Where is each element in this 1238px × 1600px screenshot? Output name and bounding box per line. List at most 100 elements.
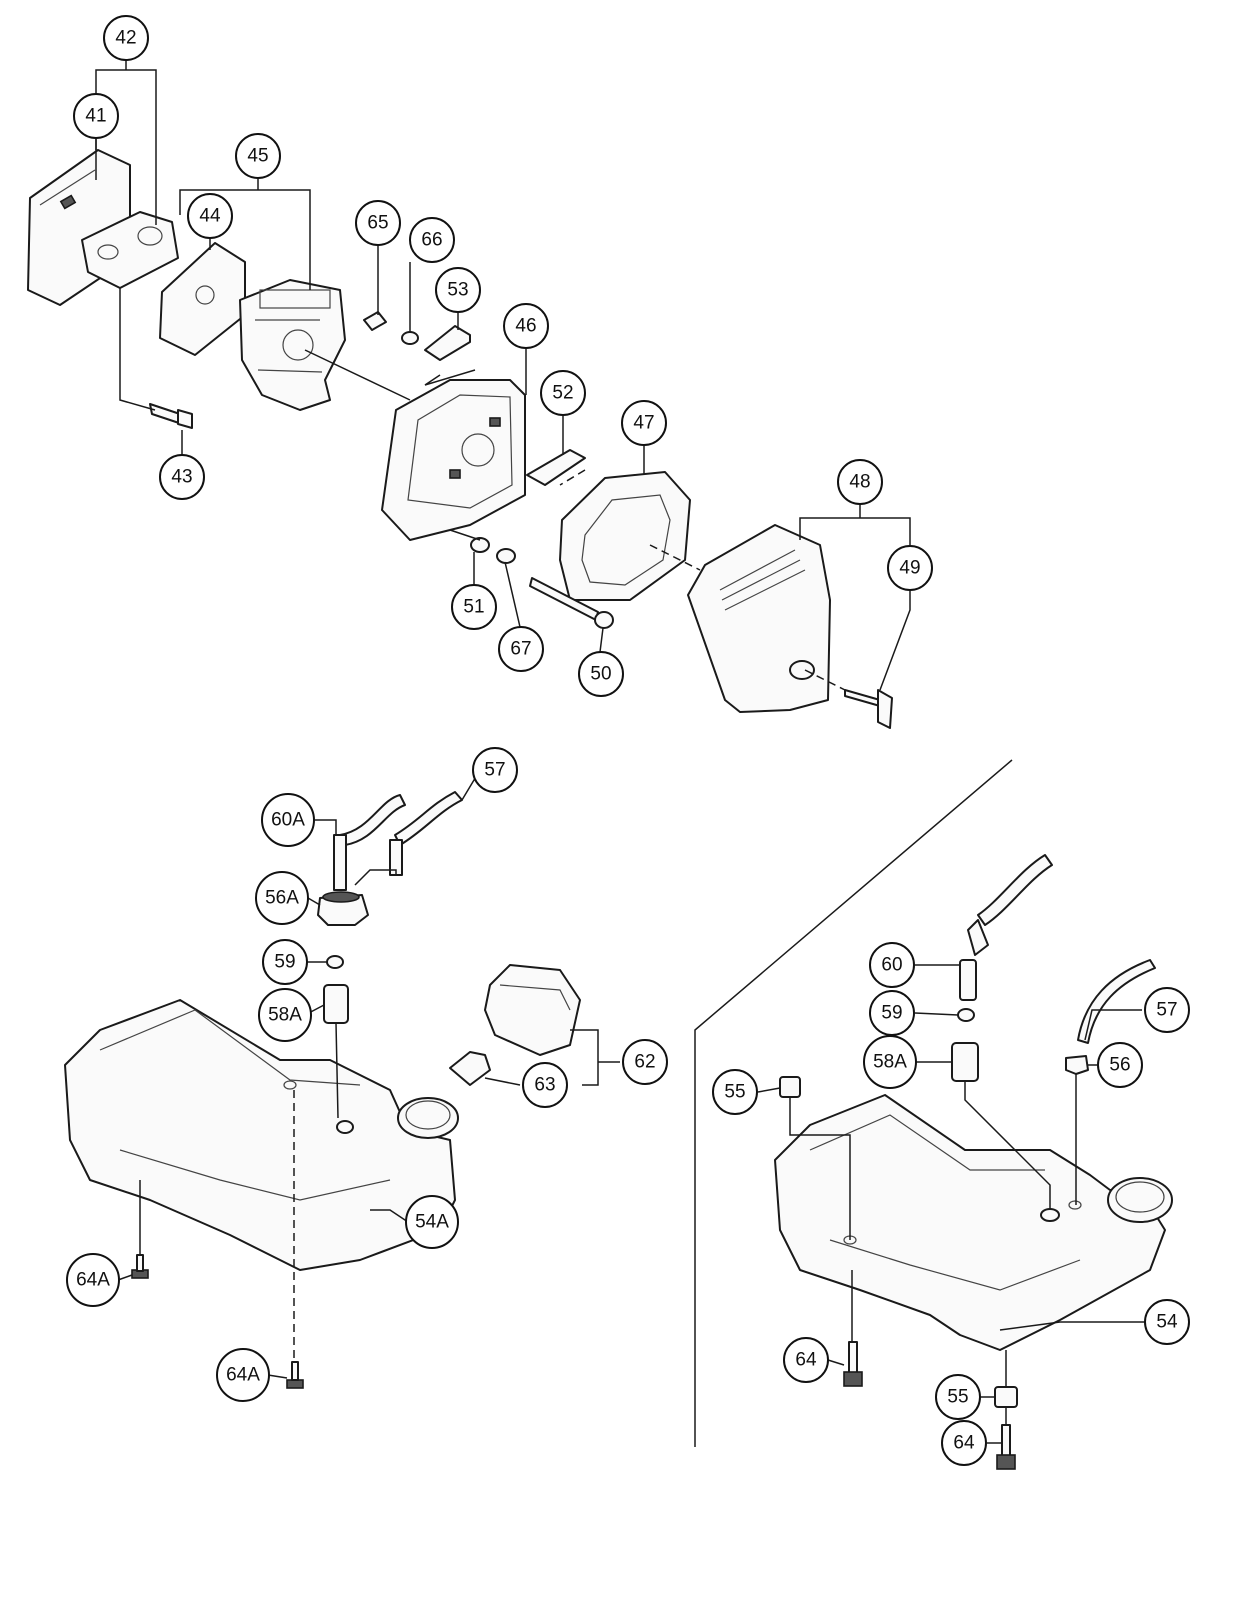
part-bolt-64-b (996, 1424, 1016, 1470)
callout-46: 46 (503, 303, 549, 349)
svg-text:64A: 64A (76, 1270, 110, 1291)
svg-text:46: 46 (515, 316, 536, 337)
part-choke-plate-52 (526, 449, 586, 486)
callout-66: 66 (409, 217, 455, 263)
part-fuel-cap-62 (484, 964, 581, 1056)
callout-49: 49 (887, 545, 933, 591)
part-fuel-filter-58A-left (323, 984, 349, 1024)
part-fuel-pipe-57-right (1077, 959, 1156, 1044)
callout-58A-left: 58A (258, 988, 312, 1042)
svg-text:63: 63 (534, 1075, 555, 1096)
svg-text:50: 50 (590, 664, 611, 685)
leader-43 (119, 288, 183, 455)
svg-text:55: 55 (947, 1387, 968, 1408)
part-fuel-tank-54A (64, 999, 459, 1271)
leader-64-b (987, 1407, 1007, 1444)
part-screw-64A-b (286, 1361, 304, 1389)
part-fuel-pipe-57-left (339, 791, 463, 846)
part-bushing-55-b (994, 1386, 1018, 1408)
callout-57-left: 57 (472, 747, 518, 793)
svg-text:53: 53 (447, 280, 468, 301)
leader-56 (1075, 1064, 1097, 1205)
svg-text:44: 44 (199, 206, 221, 227)
leader-59-right (914, 1012, 959, 1016)
callout-41: 41 (73, 93, 119, 139)
part-grommet-56 (1065, 1055, 1089, 1075)
leader-55-a (757, 1087, 851, 1240)
leader-carb-to-base (304, 349, 476, 401)
part-fuel-pipe-60A (333, 834, 403, 891)
callout-60A: 60A (261, 793, 315, 847)
part-air-filter-element-47 (559, 471, 691, 601)
part-bolt-64-a (843, 1341, 863, 1387)
leader-55-b (980, 1350, 1007, 1398)
callout-64A-b: 64A (216, 1348, 270, 1402)
leader-60A (315, 819, 337, 835)
part-intake-manifold-42 (81, 211, 179, 289)
svg-text:65: 65 (367, 213, 388, 234)
callout-58A-right: 58A (863, 1035, 917, 1089)
svg-text:56A: 56A (265, 888, 299, 909)
callout-67: 67 (498, 626, 544, 672)
callout-45: 45 (235, 133, 281, 179)
part-long-bolt-50 (529, 577, 614, 629)
leader-64-a (827, 1270, 853, 1366)
part-fuel-tank-54 (774, 1094, 1173, 1351)
svg-text:66: 66 (421, 230, 442, 251)
svg-text:58A: 58A (873, 1052, 907, 1073)
part-screw-65 (363, 311, 387, 331)
leader-45 (179, 178, 311, 290)
section-divider (694, 759, 1013, 1447)
svg-text:47: 47 (633, 413, 654, 434)
svg-text:55: 55 (724, 1082, 745, 1103)
part-nut-67 (496, 548, 516, 564)
callout-65: 65 (355, 200, 401, 246)
leader-56A-pipe (354, 869, 397, 886)
leader-62 (570, 1029, 620, 1086)
callout-44: 44 (187, 193, 233, 239)
svg-text:58A: 58A (268, 1005, 302, 1026)
svg-text:54: 54 (1156, 1312, 1178, 1333)
svg-text:60A: 60A (271, 810, 305, 831)
svg-text:41: 41 (85, 106, 106, 127)
callout-55-b: 55 (935, 1374, 981, 1420)
part-fuel-filter-58A-right (951, 1042, 979, 1082)
part-carburetor-45 (239, 279, 346, 411)
leader-58A-right (915, 1061, 1051, 1210)
svg-text:60: 60 (881, 955, 902, 976)
leader-48 (799, 504, 911, 545)
leader-54A (370, 1209, 409, 1223)
leader-57-right (1084, 1009, 1142, 1041)
callout-56A: 56A (255, 871, 309, 925)
part-grommet-56A (317, 891, 369, 926)
svg-text:59: 59 (274, 952, 295, 973)
callout-48: 48 (837, 459, 883, 505)
callout-42: 42 (103, 15, 149, 61)
svg-text:43: 43 (171, 467, 192, 488)
svg-text:64A: 64A (226, 1365, 260, 1386)
svg-text:62: 62 (634, 1052, 655, 1073)
svg-text:67: 67 (510, 639, 531, 660)
svg-text:57: 57 (1156, 1000, 1177, 1021)
part-bushing-55-a (779, 1076, 801, 1098)
leader-base-to-washers (449, 529, 481, 541)
leader-64A-a-callout (117, 1274, 133, 1281)
leader-56A (307, 897, 321, 906)
leader-67 (504, 561, 521, 628)
svg-text:45: 45 (247, 146, 268, 167)
svg-text:54A: 54A (415, 1212, 449, 1233)
svg-text:64: 64 (953, 1433, 975, 1454)
callout-64A-a: 64A (66, 1253, 120, 1307)
part-screw-64A-a (131, 1254, 149, 1279)
callout-54: 54 (1144, 1299, 1190, 1345)
callout-62: 62 (622, 1039, 668, 1085)
part-fuel-pipe-60 (959, 854, 1053, 1001)
callout-51: 51 (451, 584, 497, 630)
callout-57-right: 57 (1144, 987, 1190, 1033)
svg-text:59: 59 (881, 1003, 902, 1024)
callout-43: 43 (159, 454, 205, 500)
part-cap-gasket-63 (449, 1051, 491, 1086)
part-bolt-43 (149, 403, 193, 429)
callout-54A: 54A (405, 1195, 459, 1249)
